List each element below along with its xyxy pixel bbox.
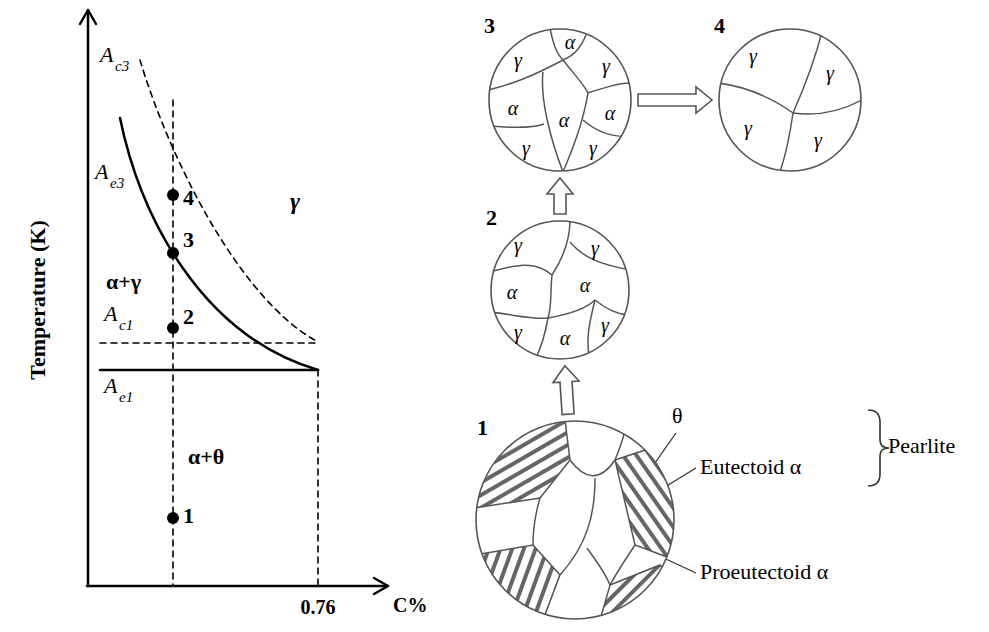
y-axis (87, 10, 90, 586)
phase-symbol: γ (744, 117, 752, 139)
phase-label: γ (290, 188, 300, 214)
phase-symbol: α (508, 97, 519, 119)
circle-number: 4 (714, 14, 725, 38)
phase-symbol: γ (826, 62, 834, 84)
line-subscript: e1 (119, 389, 133, 406)
line-subscript: e3 (110, 175, 124, 192)
phase-label: α+γ (106, 270, 141, 294)
ac1-line (100, 342, 318, 344)
x-axis (87, 585, 388, 588)
callout-label: Proeutectoid α (700, 560, 828, 584)
phase-symbol: γ (514, 234, 522, 256)
point-dot (167, 189, 179, 201)
point-number: 2 (183, 305, 194, 329)
point-dot (167, 322, 179, 334)
point-dot (167, 247, 179, 259)
line-subscript: c1 (119, 317, 133, 334)
circle-number: 1 (477, 416, 488, 440)
phase-symbol: γ (749, 45, 757, 67)
point-number: 3 (183, 228, 194, 252)
phase-symbol: γ (514, 321, 522, 343)
line-label: A (100, 43, 113, 67)
point-number: 1 (183, 504, 194, 528)
microstructure-circle: 3αγγαααγγ (488, 28, 632, 172)
y-axis-arrowhead (80, 10, 96, 24)
point-dot (167, 512, 179, 524)
phase-symbol: α (507, 281, 518, 303)
phase-symbol: α (565, 31, 576, 53)
phase-symbol: γ (522, 137, 530, 159)
ae3-curve (120, 118, 318, 370)
circle-number: 3 (484, 14, 495, 38)
microstructure-circle: 2γγαααγγ (490, 220, 630, 360)
line-label: A (95, 160, 108, 184)
microstructure-circle: 12γγαααγγ (475, 420, 675, 620)
line-label: A (104, 302, 117, 326)
phase-symbol: γ (591, 237, 599, 259)
hollow-arrow (547, 178, 573, 214)
hollow-arrow (638, 87, 712, 113)
microstructure-circle: 4γγγγ (718, 28, 862, 172)
phase-symbol: α (580, 274, 591, 296)
line-label: A (104, 374, 117, 398)
callout-label: θ (672, 404, 683, 428)
axis-tick: 0.76 (301, 596, 336, 618)
hollow-arrow (553, 366, 579, 415)
circle-outline (718, 28, 862, 172)
bracket (868, 410, 889, 486)
point-number: 4 (183, 186, 194, 210)
phase-symbol: γ (602, 55, 610, 77)
x-axis-arrowhead (374, 578, 388, 594)
phase-symbol: γ (589, 137, 597, 159)
ae1-line (100, 369, 318, 372)
phase-symbol: α (560, 327, 571, 349)
eutectoid-line (317, 370, 319, 586)
phase-symbol: γ (514, 49, 522, 71)
callout-label: Eutectoid α (700, 455, 801, 479)
circle-number: 2 (486, 206, 497, 230)
axis-title: Temperature (K) (26, 220, 50, 379)
axis-title: C% (393, 594, 427, 616)
phase-symbol: γ (814, 129, 822, 151)
ac3-curve (140, 60, 318, 342)
phase-label: α+θ (188, 445, 224, 469)
circle-outline (475, 420, 675, 620)
phase-symbol: α (559, 109, 570, 131)
line-subscript: c3 (115, 58, 129, 75)
phase-symbol: α (605, 102, 616, 124)
phase-symbol: γ (601, 314, 609, 336)
callout-label: Pearlite (888, 434, 955, 458)
